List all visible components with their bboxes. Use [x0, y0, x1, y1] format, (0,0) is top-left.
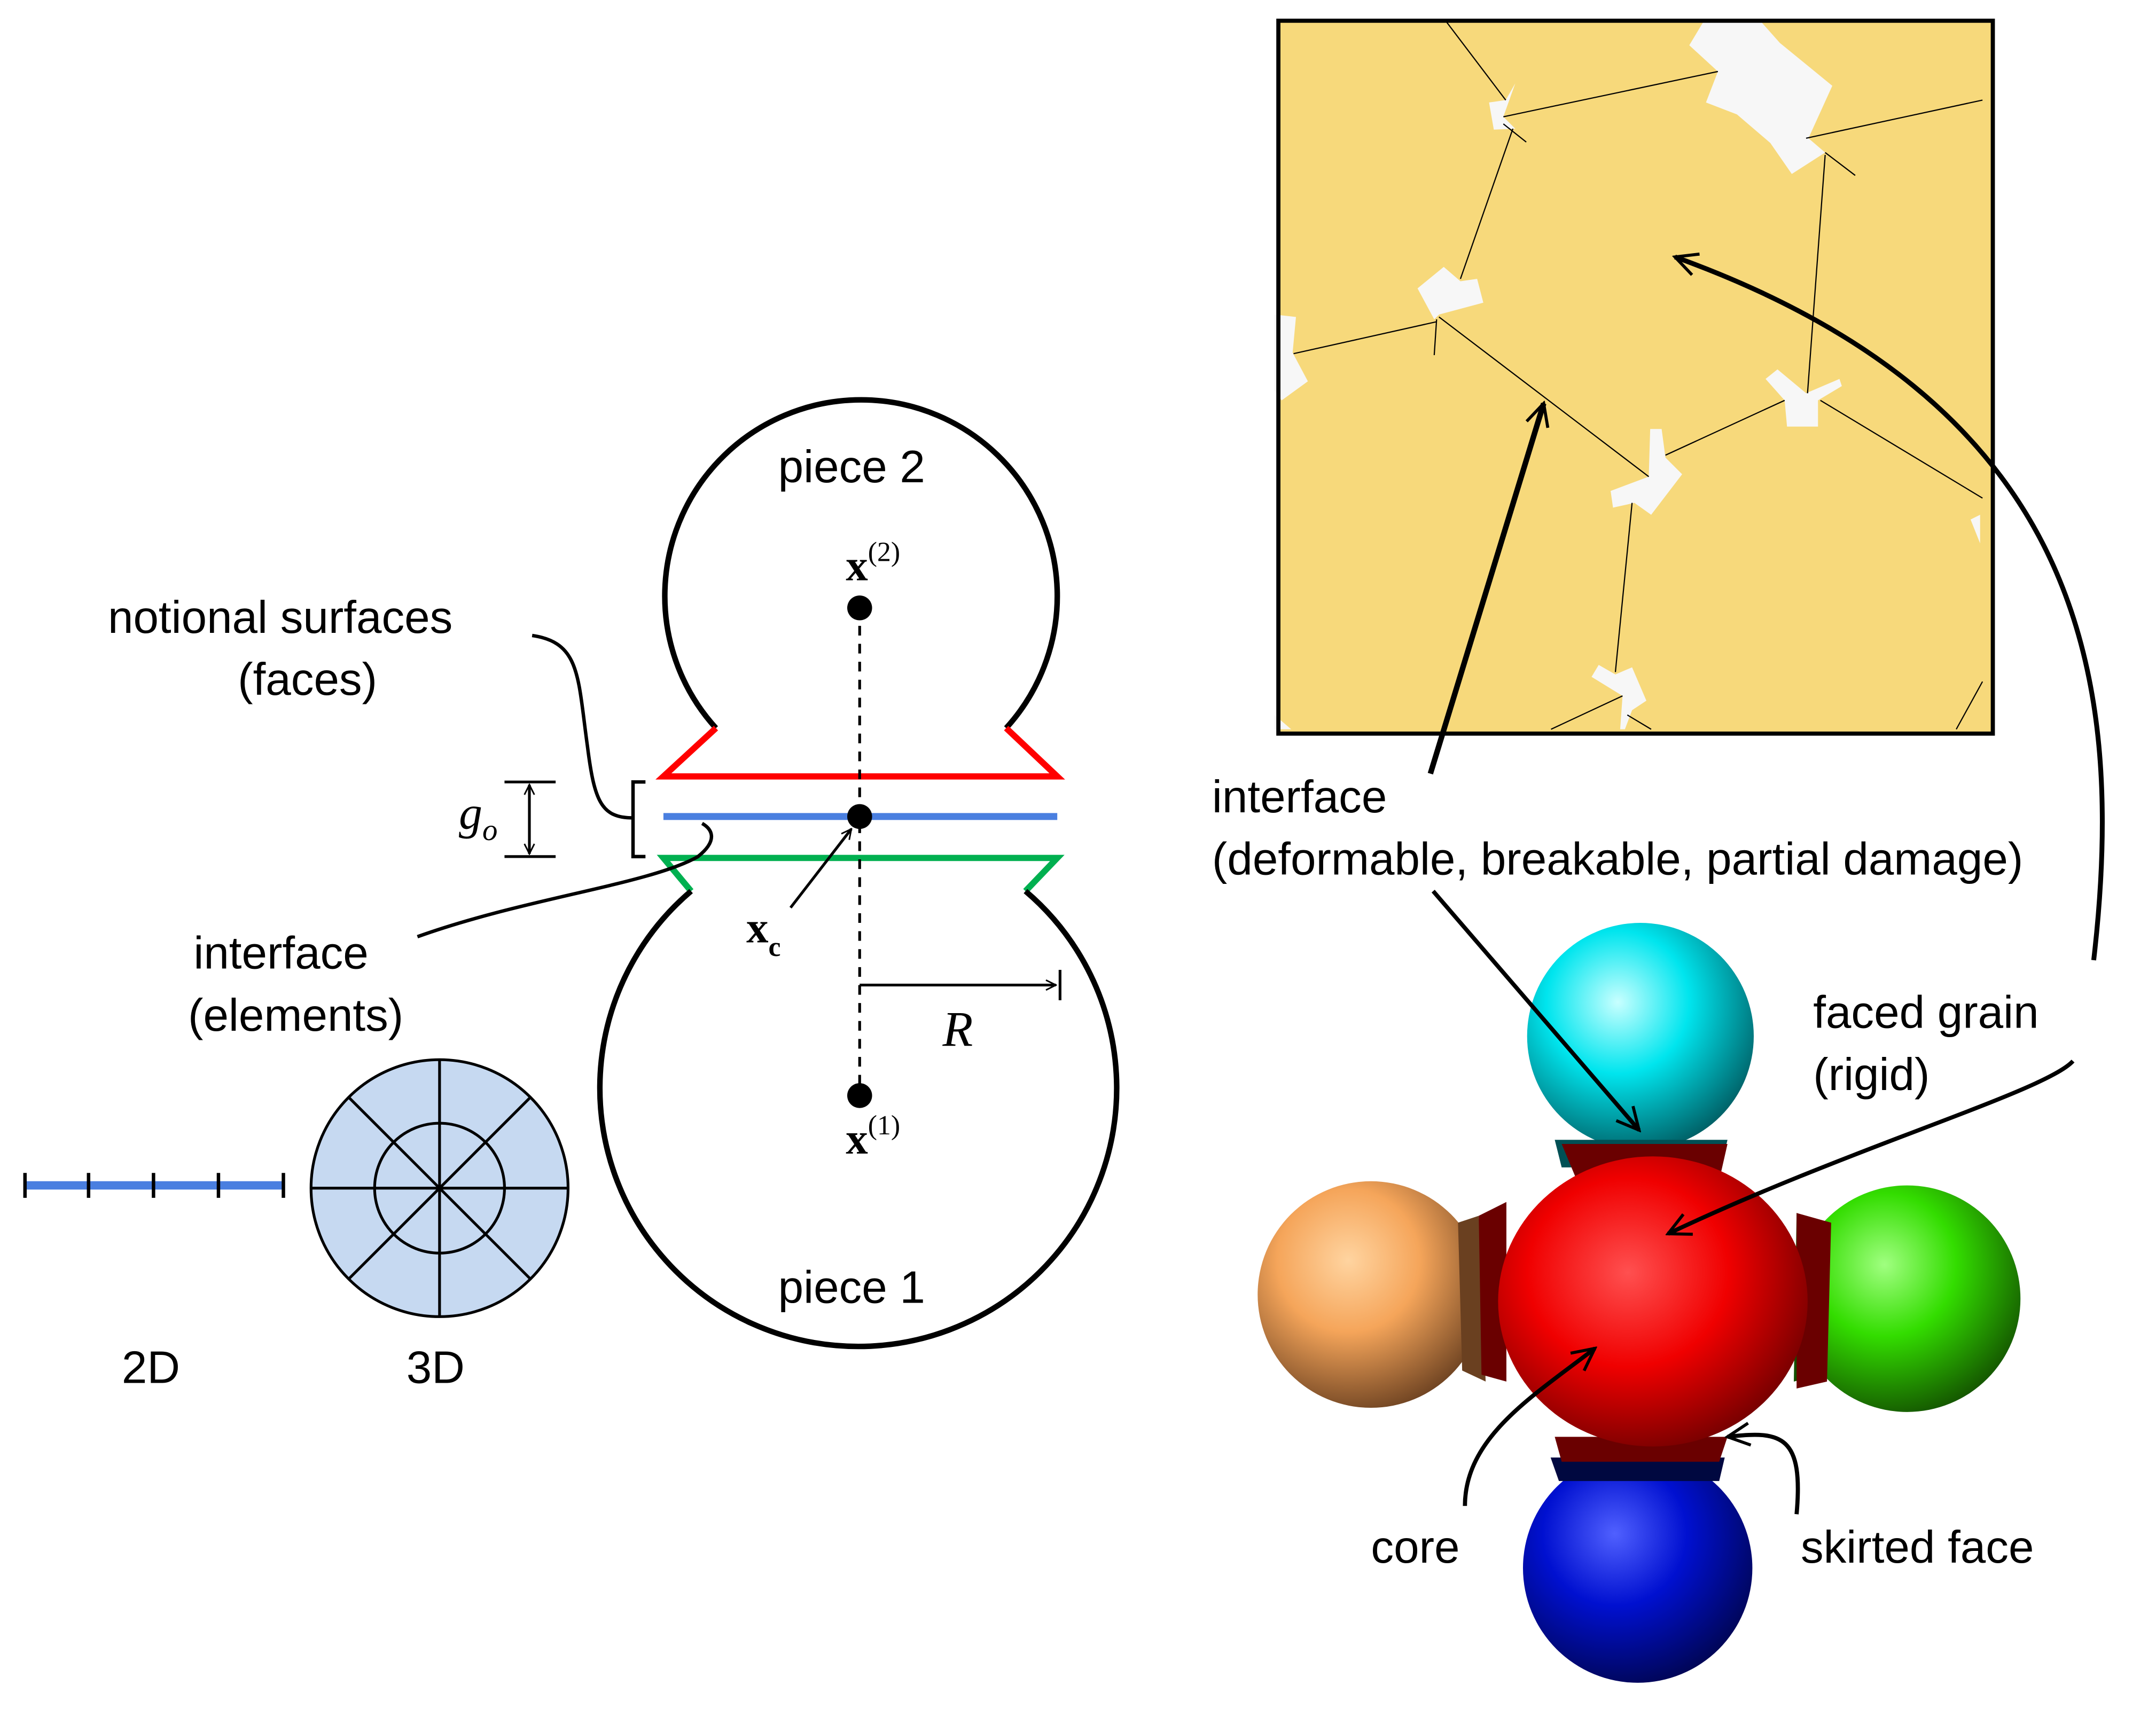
element-3d [309, 1058, 570, 1318]
centroid-2-dot [847, 595, 872, 621]
notional-surfaces-leader [532, 633, 634, 820]
element-2d [23, 1173, 285, 1198]
piece-2-label: piece 2 [778, 442, 925, 492]
label-2d: 2D [122, 1342, 180, 1393]
interface-leader [417, 821, 714, 938]
faced-grain-arrow-micrograph [1675, 257, 2105, 961]
interface-label: interface [1212, 772, 1387, 822]
neighbor-sphere-top [1527, 923, 1754, 1150]
two-piece-schematic: piece 2 piece 1 notional surfaces (faces… [23, 397, 1120, 1393]
piece-2-outline [662, 397, 1060, 730]
piece-1-label: piece 1 [778, 1262, 925, 1313]
contact-point-dot [847, 804, 872, 829]
skirted-face-arrow [1728, 1435, 1800, 1515]
skirted-face-label: skirted face [1801, 1522, 2034, 1573]
radius-label: R [942, 1002, 973, 1057]
piece-1-bottom-face [657, 854, 1065, 893]
x1-label: x(1) [846, 1110, 900, 1163]
centroid-1-dot [847, 1083, 872, 1108]
core-sphere [1498, 1156, 1808, 1447]
neighbor-sphere-left [1257, 1181, 1485, 1408]
neighbor-sphere-bottom [1522, 1453, 1753, 1683]
interface-elements-label: interface [193, 928, 368, 978]
core-arrow [1463, 1349, 1595, 1506]
xc-label: xc [746, 903, 780, 962]
elements-label: (elements) [188, 990, 403, 1041]
label-3d: 3D [407, 1342, 465, 1393]
interface-arrow-3d [1431, 890, 1639, 1131]
neighbor-sphere-right [1794, 1185, 2021, 1412]
core-label: core [1371, 1522, 1459, 1573]
micrograph-panel [1274, 18, 1995, 736]
piece-1-outline [597, 889, 1120, 1350]
grain-gaps [1274, 21, 1980, 730]
faces-label: (faces) [238, 654, 377, 705]
gap-label: go [459, 788, 497, 847]
faced-grain-render [1257, 923, 2021, 1683]
rigid-label: (rigid) [1813, 1049, 1930, 1100]
gap-bracket [631, 780, 646, 859]
xc-arrow [789, 829, 853, 909]
interface-arrow-micrograph [1427, 403, 1544, 775]
x2-label: x(2) [846, 537, 900, 590]
faced-grain-arrow-3d [1668, 1060, 2075, 1234]
interface-description: (deformable, breakable, partial damage) [1212, 834, 2023, 885]
notional-surfaces-label: notional surfaces [108, 592, 452, 643]
skirted-face-right [1796, 1213, 1831, 1389]
grain-boundaries [1293, 21, 1983, 730]
skirted-face-left [1479, 1202, 1506, 1382]
faced-grain-label: faced grain [1813, 987, 2038, 1038]
